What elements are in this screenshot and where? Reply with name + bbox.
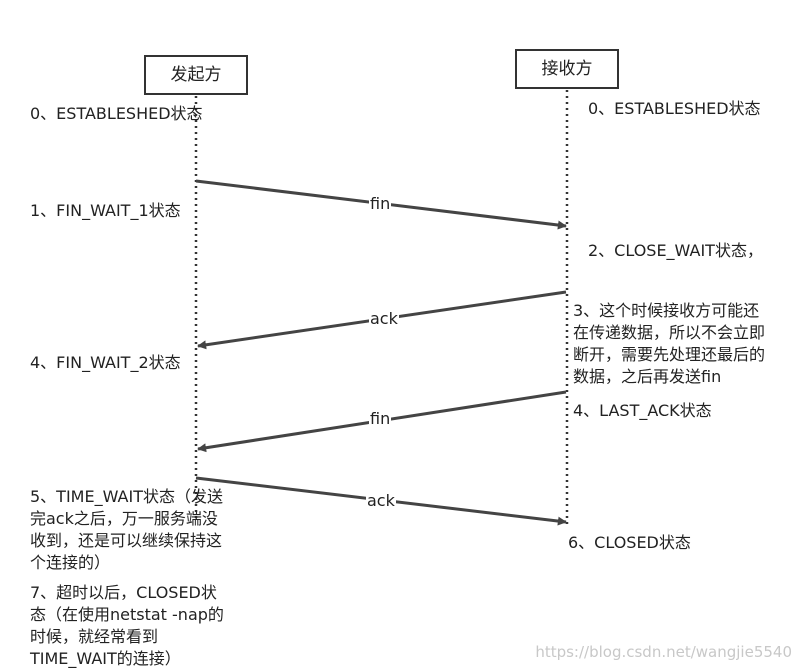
sender-state-1: 1、FIN_WAIT_1状态 [30, 201, 181, 220]
sender-state-4: 4、FIN_WAIT_2状态 [30, 353, 181, 372]
receiver-state-0: 0、ESTABLESHED状态 [588, 99, 761, 118]
sender-actor-box: 发起方 [144, 55, 248, 95]
receiver-actor-box: 接收方 [515, 49, 619, 89]
message-label-ack-2: ack [366, 491, 396, 510]
receiver-state-2: 2、CLOSE_WAIT状态， [588, 241, 763, 260]
watermark-url: https://blog.csdn.net/wangjie5540 [535, 643, 792, 661]
sender-actor-label: 发起方 [170, 64, 222, 85]
receiver-state-4: 4、LAST_ACK状态 [573, 401, 712, 420]
receiver-state-6: 6、CLOSED状态 [568, 533, 691, 552]
sender-state-0: 0、ESTABLESHED状态 [30, 104, 203, 123]
receiver-actor-label: 接收方 [541, 58, 593, 79]
message-label-fin-1: fin [369, 194, 392, 213]
sender-state-5: 5、TIME_WAIT状态（发送 完ack之后，万一服务端没 收到，还是可以继续… [30, 487, 223, 572]
receiver-state-3: 3、这个时候接收方可能还 在传递数据，所以不会立即 断开，需要先处理还最后的 数… [573, 301, 766, 386]
message-label-ack-1: ack [369, 309, 399, 328]
message-label-fin-2: fin [369, 409, 392, 428]
sender-state-7: 7、超时以后，CLOSED状 态（在使用netstat -nap的 时候，就经常… [30, 583, 224, 668]
